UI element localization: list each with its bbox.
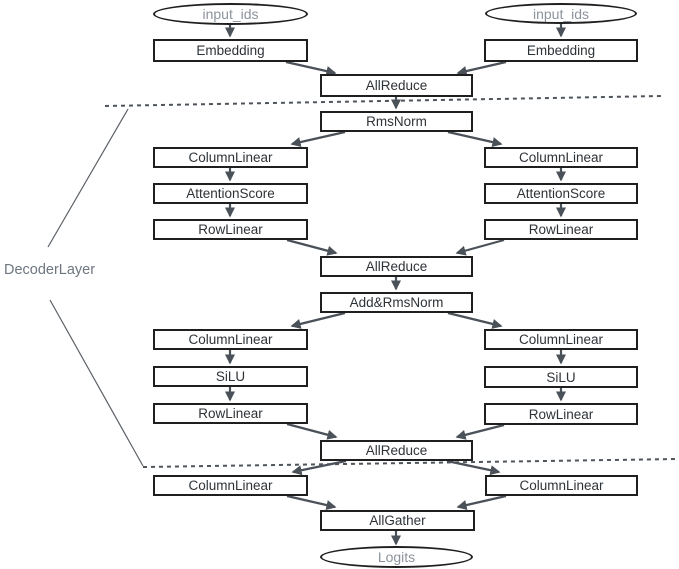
node-allgather: AllGather xyxy=(320,510,475,531)
node-columnlinear-mlp-right: ColumnLinear xyxy=(484,329,638,350)
node-columnlinear-attn-left: ColumnLinear xyxy=(153,147,308,168)
node-rowlinear-mlp-right: RowLinear xyxy=(484,403,638,425)
node-columnlinear-mlp-left: ColumnLinear xyxy=(153,329,308,350)
node-logits: Logits xyxy=(320,546,473,568)
node-columnlinear-head-left: ColumnLinear xyxy=(153,475,308,496)
node-allreduce-mlp: AllReduce xyxy=(320,440,473,461)
node-columnlinear-head-right: ColumnLinear xyxy=(485,475,638,496)
node-input-ids-right: input_ids xyxy=(485,3,637,24)
node-columnlinear-attn-right: ColumnLinear xyxy=(484,147,638,168)
node-add-rmsnorm: Add&RmsNorm xyxy=(320,292,473,313)
node-rowlinear-attn-left: RowLinear xyxy=(153,219,308,240)
node-attentionscore-right: AttentionScore xyxy=(484,183,638,204)
node-silu-right: SiLU xyxy=(484,366,638,388)
decoder-layer-bracket xyxy=(47,108,144,467)
node-allreduce-embed: AllReduce xyxy=(320,74,473,97)
node-input-ids-left: input_ids xyxy=(153,3,308,25)
node-rowlinear-mlp-left: RowLinear xyxy=(153,403,308,424)
node-attentionscore-left: AttentionScore xyxy=(153,183,308,204)
flow-arrows xyxy=(224,24,567,546)
node-silu-left: SiLU xyxy=(153,366,308,387)
node-rmsnorm: RmsNorm xyxy=(320,111,473,132)
node-embedding-left: Embedding xyxy=(153,39,308,62)
node-embedding-right: Embedding xyxy=(484,39,638,62)
node-allreduce-attn: AllReduce xyxy=(320,256,473,277)
node-rowlinear-attn-right: RowLinear xyxy=(484,219,638,240)
decoder-layer-label: DecoderLayer xyxy=(4,262,96,278)
dotted-separators xyxy=(104,95,679,468)
